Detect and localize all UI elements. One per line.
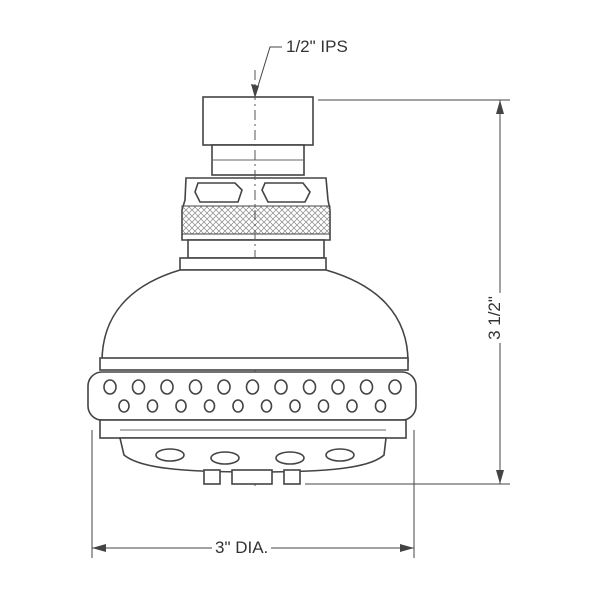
spray-hole (103, 379, 117, 395)
spray-hole (331, 379, 345, 395)
spray-hole (217, 379, 231, 395)
spray-hole (131, 379, 146, 395)
ring (187, 239, 325, 259)
collar-slot-right (261, 182, 311, 203)
knurled-grip (181, 205, 331, 235)
spray-hole (289, 399, 301, 413)
dome (101, 269, 409, 363)
nozzle (203, 469, 221, 485)
dome-neck (179, 257, 327, 271)
spray-hole (203, 399, 216, 413)
bottom-plate (99, 419, 407, 439)
spray-hole (232, 399, 244, 413)
spray-hole (160, 379, 174, 395)
spray-hole (346, 399, 358, 413)
nozzle (283, 469, 301, 485)
height-label: 3 1/2" (484, 293, 505, 343)
collar-slot-left (194, 182, 243, 203)
inlet-nut (202, 96, 314, 146)
spray-hole (302, 379, 317, 395)
spray-hole (374, 399, 387, 413)
diameter-label: 3" DIA. (212, 538, 272, 558)
spray-hole (245, 379, 260, 395)
dome-band (99, 357, 409, 371)
spray-hole (175, 399, 187, 413)
spray-ring (87, 371, 417, 421)
spray-hole (274, 379, 288, 395)
spray-hole (146, 399, 159, 413)
spray-hole (118, 399, 130, 413)
nozzle (231, 469, 273, 485)
inlet-leader (251, 46, 282, 98)
spray-hole (188, 379, 203, 395)
spray-hole (388, 379, 402, 395)
spray-hole (359, 379, 374, 395)
height-dimension (305, 99, 510, 485)
spray-hole (260, 399, 273, 413)
spray-holes (103, 379, 402, 413)
inlet-size-label: 1/2" IPS (286, 37, 348, 56)
spray-hole (317, 399, 330, 413)
